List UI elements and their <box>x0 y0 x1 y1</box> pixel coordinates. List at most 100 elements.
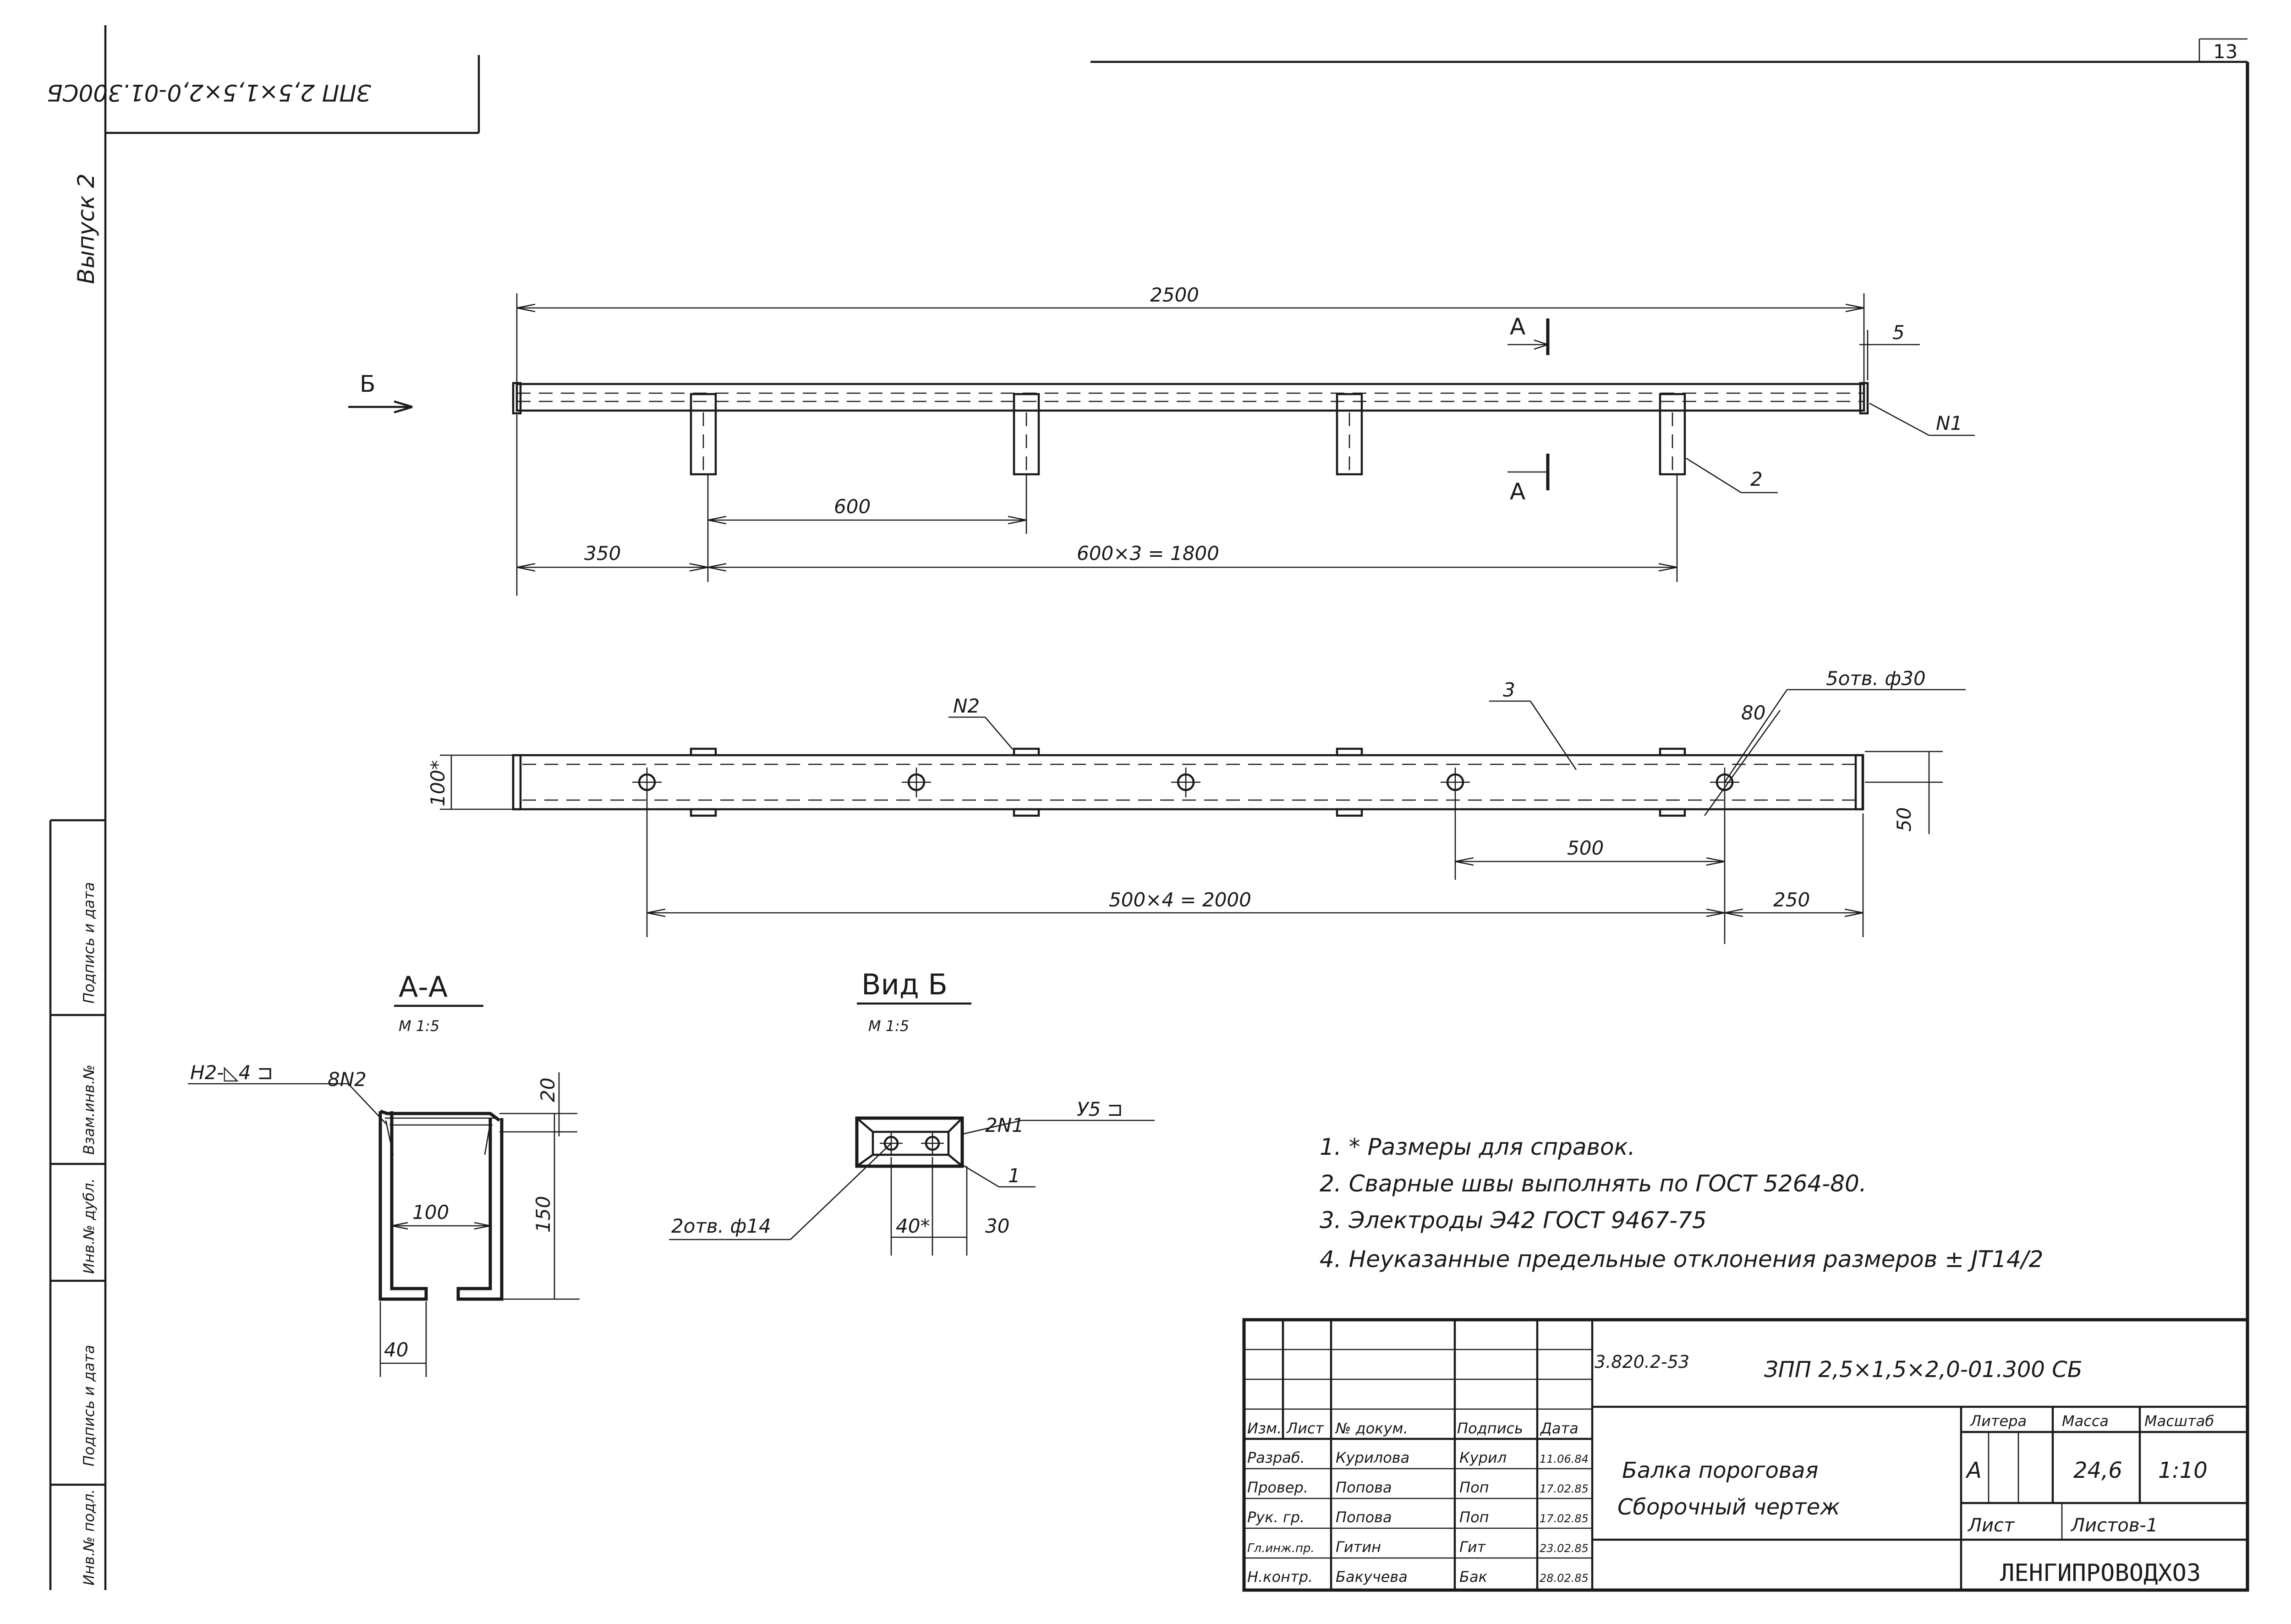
tb-org: ЛЕНГИПРОВОДХОЗ <box>2000 1559 2201 1587</box>
weld-ref: 8N2 <box>328 1068 367 1091</box>
hole-3 <box>1171 768 1200 797</box>
tb-row-3-date: 17.02.85 <box>1540 1512 1589 1525</box>
dim-start: 350 <box>584 542 621 565</box>
tb-row-4-name: Гитин <box>1336 1538 1381 1556</box>
tb-row-3-role: Рук. гр. <box>1247 1509 1304 1526</box>
tb-product-name-2: Сборочный чертеж <box>1617 1494 1840 1520</box>
hole-5 <box>1710 768 1739 797</box>
note-1: 1. * Размеры для справок. <box>1320 1134 1635 1160</box>
side-field-4: Подпись и дата <box>80 1345 98 1466</box>
dim-50: 50 <box>1893 807 1915 832</box>
tb-product-name-1: Балка пороговая <box>1622 1458 1818 1483</box>
view-b-hole-2 <box>921 1132 944 1155</box>
tb-row-2-date: 17.02.85 <box>1540 1482 1589 1495</box>
dim-chain: 600×3 = 1800 <box>1077 542 1219 565</box>
holes-callout: 5отв. ф30 <box>1826 667 1926 690</box>
leg-1 <box>690 393 717 476</box>
tb-row-1-date: 11.06.84 <box>1540 1453 1589 1465</box>
hole-2 <box>902 768 931 797</box>
section-aa-scale: М 1:5 <box>399 1017 439 1035</box>
tb-row-4-role: Гл.инж.пр. <box>1247 1542 1315 1555</box>
tb-row-4-sign: Гит <box>1459 1538 1486 1556</box>
tb-row-2-name: Попова <box>1336 1479 1392 1496</box>
sheet-number: 13 <box>2213 40 2237 63</box>
corner-stamp: ЗПП 2,5×1,5×2,0-01.300СБ Выпуск 2 <box>47 25 480 1590</box>
dim-40: 40 <box>384 1339 408 1361</box>
dim-250: 250 <box>1773 889 1810 911</box>
weld-symbol: Н2-◺4 ⊐ <box>190 1061 273 1084</box>
tb-row-3-name: Попова <box>1336 1509 1392 1526</box>
view-b-scale: М 1:5 <box>868 1017 909 1035</box>
side-field-1: Подпись и дата <box>80 882 98 1004</box>
leg-2 <box>1013 393 1040 476</box>
section-mark-top: А <box>1510 313 1525 340</box>
view-b-title: Вид Б <box>861 968 948 1001</box>
dim-chain-2000: 500×4 = 2000 <box>1109 889 1251 911</box>
callout-2: 2 <box>1750 468 1763 490</box>
top-view: 2500 5 Б А А N1 2 600 <box>348 284 1975 596</box>
view-b-holes: 2отв. ф14 <box>671 1215 771 1237</box>
section-mark-bottom: А <box>1510 478 1525 505</box>
tb-row-4-date: 23.02.85 <box>1540 1542 1589 1555</box>
note-4: 4. Неуказанные предельные отклонения раз… <box>1320 1246 2043 1273</box>
hole-1 <box>632 768 662 797</box>
view-b-dim-30: 30 <box>985 1215 1009 1237</box>
plan-view: N2 3 5отв. ф30 80 100* 50 500 500×4 = 20… <box>427 667 1966 944</box>
tb-row-2-role: Провер. <box>1247 1479 1308 1496</box>
side-field-3: Инв.№ дубл. <box>80 1178 98 1274</box>
hole-4 <box>1441 768 1470 797</box>
dim-pitch: 600 <box>834 495 871 518</box>
tb-mass: 24,6 <box>2073 1458 2122 1483</box>
dim-20: 20 <box>537 1078 559 1102</box>
dim-150: 150 <box>532 1196 554 1233</box>
tb-sheets-label: Листов-1 <box>2070 1515 2158 1536</box>
section-aa: А-А М 1:5 Н2-◺4 ⊐ 8N2 20 150 100 40 <box>188 970 580 1377</box>
view-b-weld: У5 ⊐ <box>1077 1098 1123 1120</box>
leg-3 <box>1336 393 1363 476</box>
tb-col-letter: Литера <box>1970 1412 2027 1430</box>
tb-row-5-sign: Бак <box>1459 1568 1488 1586</box>
view-b-weld-ref: 2N1 <box>985 1114 1024 1136</box>
tb-row-3-sign: Поп <box>1459 1509 1489 1526</box>
dim-end: 5 <box>1892 321 1905 344</box>
dim-total: 2500 <box>1150 284 1199 306</box>
dim-80: 80 <box>1741 702 1765 724</box>
view-b: Вид Б М 1:5 2отв. ф14 2N1 У5 ⊐ 1 40* 30 <box>669 968 1155 1256</box>
title-block: Изм. Лист № докум. Подпись Дата Разраб. … <box>1242 1318 2249 1592</box>
tb-scale: 1:10 <box>2158 1458 2208 1483</box>
tb-row-5-role: Н.контр. <box>1247 1568 1313 1586</box>
tb-standard: 3.820.2-53 <box>1595 1352 1689 1372</box>
dim-500: 500 <box>1567 837 1604 859</box>
tb-doc-code: ЗПП 2,5×1,5×2,0-01.300 СБ <box>1764 1357 2083 1383</box>
callout-n2: N2 <box>953 695 980 717</box>
tb-hdr-sign: Подпись <box>1457 1420 1523 1437</box>
notes: 1. * Размеры для справок. 2. Сварные швы… <box>1320 1134 2043 1273</box>
tb-col-scale: Масштаб <box>2144 1412 2214 1430</box>
side-field-5: Инв.№ подл. <box>80 1489 98 1586</box>
side-fields: Подпись и дата Взам.инв.№ Инв.№ дубл. По… <box>49 819 105 1590</box>
dim-100-inner: 100 <box>412 1201 449 1223</box>
tb-row-5-name: Бакучева <box>1336 1568 1408 1586</box>
side-field-2: Взам.инв.№ <box>80 1064 98 1155</box>
tb-row-2-sign: Поп <box>1459 1479 1489 1496</box>
callout-3: 3 <box>1503 679 1515 701</box>
tb-letter: А <box>1965 1458 1982 1483</box>
view-b-marker: Б <box>360 371 375 397</box>
tb-hdr-doc: № докум. <box>1335 1420 1408 1437</box>
note-3: 3. Электроды Э42 ГОСТ 9467-75 <box>1320 1207 1707 1234</box>
tb-row-1-name: Курилова <box>1336 1449 1409 1466</box>
issue-label: Выпуск 2 <box>73 174 99 284</box>
view-b-dim-40: 40* <box>896 1215 930 1237</box>
dim-100: 100* <box>427 760 449 807</box>
tb-row-1-role: Разраб. <box>1247 1449 1305 1466</box>
callout-n1: N1 <box>1936 412 1962 434</box>
tb-row-1-sign: Курил <box>1459 1449 1507 1466</box>
note-2: 2. Сварные швы выполнять по ГОСТ 5264-80… <box>1320 1170 1867 1197</box>
section-aa-title: А-А <box>399 970 448 1004</box>
tb-hdr-list: Лист <box>1286 1420 1324 1437</box>
tb-col-mass: Масса <box>2062 1412 2109 1430</box>
tb-hdr-date: Дата <box>1540 1420 1578 1437</box>
view-b-callout-1: 1 <box>1008 1164 1020 1187</box>
tb-sheet-label: Лист <box>1967 1515 2015 1536</box>
